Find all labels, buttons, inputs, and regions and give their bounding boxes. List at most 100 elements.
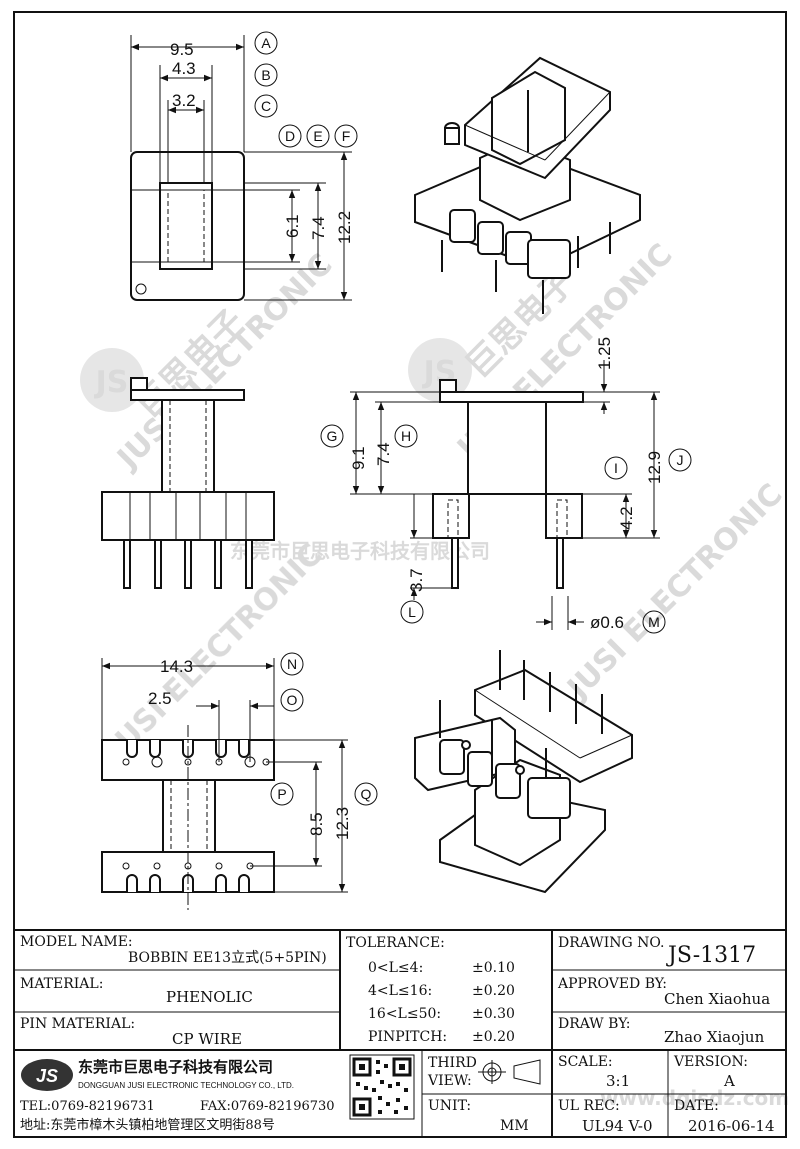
company-logo — [21, 1059, 73, 1091]
dim-q: 12.3 — [333, 807, 352, 840]
bottom-view: 14.3 2.5 8.5 12.3 N O P Q — [101, 652, 378, 910]
unit-label: UNIT: — [428, 1098, 471, 1114]
svg-text:J: J — [677, 452, 684, 468]
pin1-marker-circle — [135, 283, 147, 295]
svg-text:H: H — [401, 428, 411, 444]
svg-text:M: M — [648, 614, 660, 630]
ul-rec-label: UL REC: — [558, 1098, 620, 1114]
dim-m: ø0.6 — [590, 613, 624, 632]
svg-text:E: E — [313, 128, 322, 144]
third-view-label-2: VIEW: — [427, 1073, 472, 1089]
material-label: MATERIAL: — [20, 976, 103, 992]
callout-j: J — [668, 448, 692, 472]
dim-n: 14.3 — [160, 657, 193, 676]
callout-o: O — [280, 688, 304, 712]
draw-by-value: Zhao Xiaojun — [664, 1028, 765, 1046]
dim-g: 9.1 — [349, 446, 368, 470]
svg-text:F: F — [342, 128, 351, 144]
scale-value: 3:1 — [606, 1072, 630, 1090]
dim-h: 7.4 — [374, 442, 393, 466]
callout-b: B — [254, 63, 278, 87]
isometric-view-lower — [414, 650, 633, 894]
watermark-logo: JS — [94, 365, 129, 400]
tolerance-range-2: 4<L≤16: — [368, 983, 432, 999]
front-view — [101, 377, 275, 589]
tolerance-value-2: ±0.20 — [472, 983, 515, 999]
company-logo-text: JS — [36, 1066, 58, 1086]
scale-label: SCALE: — [558, 1054, 613, 1070]
top-view: 9.5 4.3 3.2 6.1 7.4 12.2 A B C D E F — [130, 31, 358, 301]
approved-by-label: APPROVED BY: — [557, 976, 667, 992]
tolerance-value-1: ±0.10 — [472, 960, 515, 976]
date-value: 2016-06-14 — [688, 1117, 774, 1135]
tolerance-value-3: ±0.30 — [472, 1006, 515, 1022]
approved-by-value: Chen Xiaohua — [664, 990, 770, 1008]
svg-text:B: B — [261, 67, 270, 83]
callout-e: E — [306, 124, 330, 148]
model-name-label: MODEL NAME: — [20, 934, 133, 950]
tolerance-range-3: 16<L≤50: — [368, 1006, 441, 1022]
tolerance-value-4: ±0.20 — [472, 1029, 515, 1045]
callout-i: I — [604, 456, 628, 480]
svg-text:G: G — [327, 428, 338, 444]
dim-p: 8.5 — [307, 812, 326, 836]
dim-f: 12.2 — [335, 211, 354, 244]
title-block: MODEL NAME: BOBBIN EE13立式(5+5PIN) MATERI… — [13, 929, 787, 1138]
dim-k: 1.25 — [595, 337, 614, 370]
svg-text:P: P — [277, 786, 286, 802]
tolerance-range-1: 0<L≤4: — [368, 960, 423, 976]
company-fax: FAX:0769-82196730 — [200, 1099, 335, 1114]
pin-material-value: CP WIRE — [172, 1030, 242, 1048]
tolerance-label: TOLERANCE: — [346, 935, 445, 951]
callout-d: D — [278, 124, 302, 148]
callout-h: H — [394, 424, 418, 448]
callout-n: N — [280, 652, 304, 676]
dim-a: 9.5 — [170, 40, 194, 59]
svg-text:D: D — [285, 128, 295, 144]
date-label: DATE: — [674, 1098, 719, 1114]
drawing-no-value: JS-1317 — [666, 943, 756, 968]
svg-text:C: C — [261, 98, 271, 114]
draw-by-label: DRAW BY: — [558, 1016, 630, 1032]
ul-rec-value: UL94 V-0 — [582, 1117, 653, 1135]
svg-text:O: O — [287, 692, 298, 708]
third-view-label-1: THIRD — [428, 1055, 477, 1071]
isometric-view-upper — [414, 56, 641, 314]
side-view: 9.1 7.4 3.7 1.25 4.2 12.9 ø0.6 G H I J L… — [320, 337, 692, 634]
dim-b: 4.3 — [172, 59, 196, 78]
top-view-outline — [130, 151, 245, 301]
dim-o: 2.5 — [148, 689, 172, 708]
unit-value: MM — [500, 1118, 529, 1134]
model-name-value: BOBBIN EE13立式(5+5PIN) — [128, 950, 327, 966]
svg-text:I: I — [614, 460, 618, 476]
dim-j: 12.9 — [645, 451, 664, 484]
watermark-english-4: JUSI ELECTRONIC — [559, 477, 789, 707]
company-address: 地址:东莞市樟木头镇柏地管理区文明街88号 — [20, 1117, 275, 1133]
dim-c: 3.2 — [172, 91, 196, 110]
callout-c: C — [254, 94, 278, 118]
callout-l: L — [400, 600, 424, 624]
svg-text:N: N — [287, 656, 297, 672]
callout-g: G — [320, 424, 344, 448]
callout-f: F — [334, 124, 358, 148]
version-value: A — [723, 1072, 735, 1090]
callout-q: Q — [354, 782, 378, 806]
pin-material-label: PIN MATERIAL: — [20, 1016, 135, 1032]
dim-i: 4.2 — [617, 506, 636, 530]
svg-text:A: A — [261, 35, 271, 51]
callout-m: M — [642, 610, 666, 634]
dim-d: 6.1 — [283, 214, 302, 238]
company-name-cn: 东莞市巨思电子科技有限公司 — [78, 1058, 273, 1076]
dim-l: 3.7 — [407, 568, 426, 592]
drawing-no-label: DRAWING NO. — [558, 935, 664, 951]
watermark-site: www.dgjsdz.com — [600, 1086, 789, 1110]
svg-text:Q: Q — [361, 786, 372, 802]
tolerance-range-4: PINPITCH: — [368, 1029, 447, 1045]
svg-text:L: L — [408, 604, 416, 620]
third-angle-projection-symbol — [478, 1059, 541, 1085]
company-tel: TEL:0769-82196731 — [20, 1099, 155, 1114]
qr-code — [349, 1054, 415, 1120]
watermark-center-text: 东莞市巨思电子科技有限公司 — [230, 539, 490, 563]
material-value: PHENOLIC — [166, 988, 253, 1006]
